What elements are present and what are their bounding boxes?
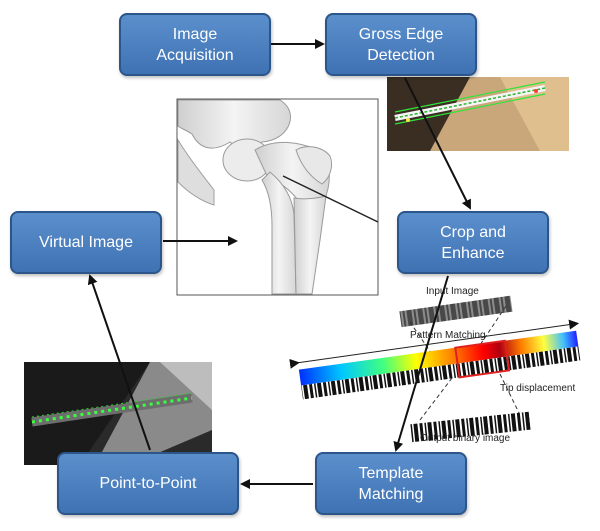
arrow-p2p-to-virtual (87, 274, 151, 451)
femur-bone-render (176, 98, 379, 296)
step-virtual-image: Virtual Image (10, 211, 162, 274)
label-tip-displacement: Tip displacement (500, 383, 576, 394)
step-image-acquisition: Image Acquisition (119, 13, 271, 76)
step-gross-edge-detection: Gross Edge Detection (325, 13, 477, 76)
label-pattern-matching: Pattern Matching (410, 330, 486, 341)
arrow-edge-to-crop (404, 77, 471, 210)
flow-arrows (87, 39, 471, 489)
step-template-matching: Template Matching (315, 452, 467, 515)
step-crop-and-enhance: Crop and Enhance (397, 211, 549, 274)
arrow-crop-to-template (393, 275, 449, 452)
label-input-image: Input Image (426, 286, 479, 297)
heatmap-barcode-strip (289, 295, 581, 443)
pin-edge-photo (387, 77, 569, 151)
step-point-to-point: Point-to-Point (57, 452, 239, 515)
pin-green-overlay (24, 362, 212, 465)
label-output-binary-image: Output binary image (420, 433, 511, 444)
